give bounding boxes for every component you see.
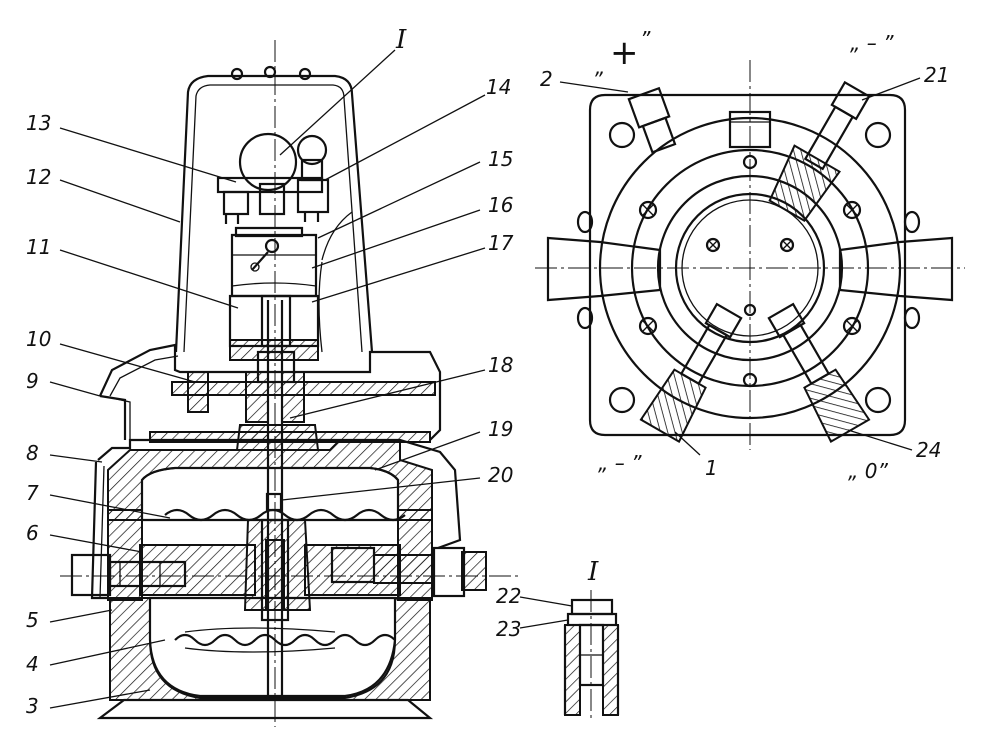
leader-lines xyxy=(49,49,921,709)
callout-10: 10 xyxy=(26,327,51,351)
square-flange xyxy=(588,93,907,437)
detail-mark: I xyxy=(395,25,407,55)
terminal-minus-bottom: „ – ” xyxy=(598,451,642,475)
callout-5: 5 xyxy=(26,608,39,632)
callout-6: 6 xyxy=(26,521,39,545)
detail-view-mark: I xyxy=(587,557,599,587)
callout-22: 22 xyxy=(496,584,521,608)
terminal-zero: „ 0” xyxy=(848,459,888,483)
contact-dome xyxy=(238,132,298,192)
callout-16: 16 xyxy=(488,193,513,217)
callout-4: 4 xyxy=(26,652,39,676)
callout-19: 19 xyxy=(488,417,513,441)
callout-23: 23 xyxy=(496,617,521,641)
lower-diaphragm xyxy=(174,633,396,647)
terminal-plus xyxy=(627,86,677,154)
callout-20: 20 xyxy=(488,463,513,487)
callout-17: 17 xyxy=(488,231,514,255)
sectional-view xyxy=(60,40,520,727)
shaft-bushing xyxy=(235,424,320,451)
callout-3: 3 xyxy=(26,694,39,718)
lower-housing xyxy=(109,597,431,701)
terminal-minus-top: „ – ” xyxy=(850,31,894,55)
terminal-21 xyxy=(768,80,871,222)
middle-disc xyxy=(139,544,256,596)
base-plate xyxy=(96,698,434,720)
callout-2: 2 xyxy=(540,67,553,91)
terminal-plus-sign: + xyxy=(610,33,639,73)
terminal-plus-quote-close: ” xyxy=(640,27,651,51)
left-bolt xyxy=(70,553,187,597)
callout-11: 11 xyxy=(26,235,51,259)
callout-13: 13 xyxy=(26,111,51,135)
right-fitting xyxy=(330,546,487,598)
left-lug xyxy=(546,236,662,302)
upper-housing xyxy=(107,439,433,521)
callout-14: 14 xyxy=(486,75,511,99)
detail-i xyxy=(563,590,620,722)
right-lug xyxy=(838,236,954,302)
callout-12: 12 xyxy=(26,165,51,189)
callout-9: 9 xyxy=(26,369,39,393)
callout-7: 7 xyxy=(26,481,39,505)
callout-8: 8 xyxy=(26,441,39,465)
callout-15: 15 xyxy=(488,147,513,171)
coil-block xyxy=(228,294,320,348)
spool xyxy=(230,233,318,298)
callout-24: 24 xyxy=(916,438,941,462)
callout-21: 21 xyxy=(924,63,949,87)
labels: I I 14 15 16 17 18 19 20 13 12 11 10 9 8… xyxy=(26,25,949,718)
terminal-1 xyxy=(639,302,743,444)
upper-diaphragm xyxy=(164,508,406,522)
callout-18: 18 xyxy=(488,353,513,377)
terminal-24 xyxy=(767,302,871,444)
top-view xyxy=(535,60,965,450)
terminal-plus-quote-open: „ xyxy=(595,55,605,79)
callout-1: 1 xyxy=(705,456,718,480)
